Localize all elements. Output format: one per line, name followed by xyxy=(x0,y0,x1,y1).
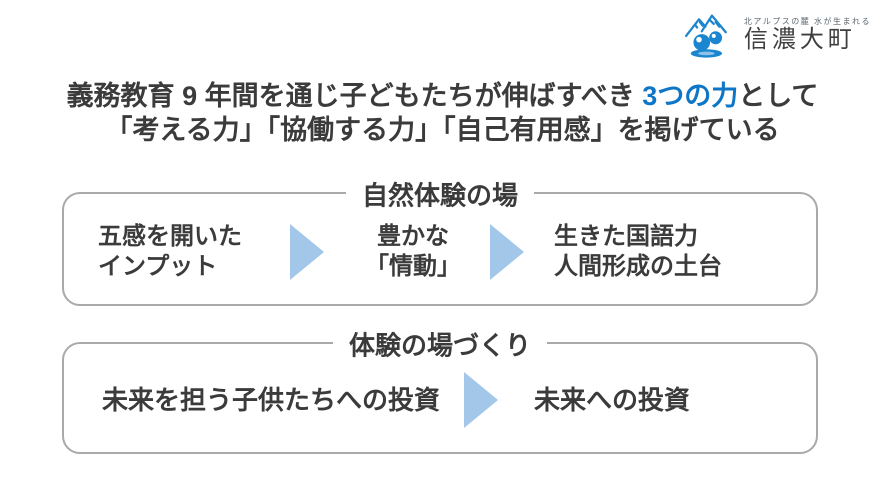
arrow-right-icon xyxy=(290,224,324,280)
arrow-right-icon xyxy=(490,224,524,280)
flow-item-sensory-input: 五感を開いた インプット xyxy=(98,223,242,280)
logo-name: 信濃大町 xyxy=(743,26,856,53)
headline-line2: 「考える力」「協働する力」「自己有用感」を掲げている xyxy=(105,115,780,145)
section-experience-place-making: 体験の場づくり 未来を担う子供たちへの投資 未来への投資 xyxy=(62,325,818,454)
headline: 義務教育 9 年間を通じ子どもたちが伸ばすべき 3つの力として 「考える力」「協… xyxy=(0,79,885,147)
flow-item-rich-emotion: 豊かな 「情動」 xyxy=(365,223,461,280)
headline-line1: 義務教育 9 年間を通じ子どもたちが伸ばすべき 3つの力として xyxy=(0,79,885,113)
logo-tagline: 北アルプスの麓 水が生まれる xyxy=(743,16,871,26)
flow-item-living-language: 生きた国語力 人間形成の土台 xyxy=(554,223,722,280)
mountain-water-icon xyxy=(684,14,727,58)
section-nature-experience-flow: 五感を開いた インプット 豊かな 「情動」 生きた国語力 人間形成の土台 xyxy=(64,194,816,304)
section-nature-experience-title: 自然体験の場 xyxy=(345,175,535,213)
headline-line1-pre: 義務教育 9 年間を通じ子どもたちが伸ばすべき xyxy=(66,81,643,111)
arrow-right-icon xyxy=(464,372,499,428)
section-experience-place-making-flow: 未来を担う子供たちへの投資 未来への投資 xyxy=(64,344,816,452)
shinano-omachi-logo: 北アルプスの麓 水が生まれる 信濃大町 xyxy=(683,11,871,59)
headline-accent: 3つの力 xyxy=(642,81,739,111)
flow-item-invest-future: 未来への投資 xyxy=(534,385,691,415)
logo-text: 北アルプスの麓 水が生まれる 信濃大町 xyxy=(744,16,871,55)
flow-item-invest-children: 未来を担う子供たちへの投資 xyxy=(102,385,441,415)
headline-line1-post: として xyxy=(738,81,819,111)
section-experience-place-making-title: 体験の場づくり xyxy=(332,325,548,363)
section-nature-experience: 自然体験の場 五感を開いた インプット 豊かな 「情動」 生きた国語力 人間形成… xyxy=(62,175,818,306)
